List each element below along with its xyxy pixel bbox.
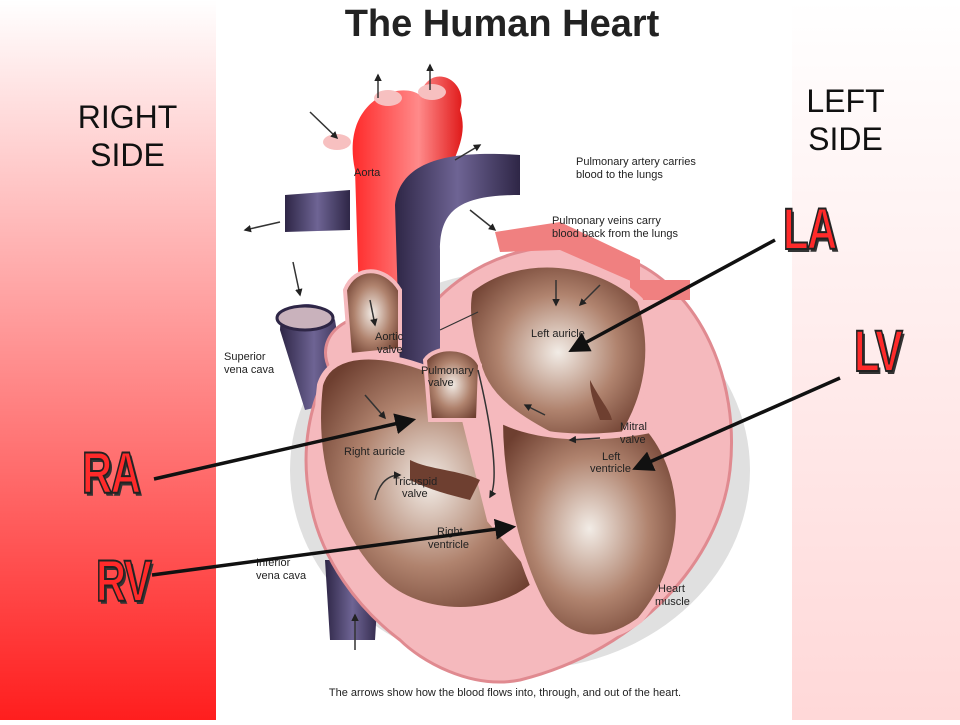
label-pulmonary-valve-1: Pulmonary <box>421 365 474 377</box>
label-mitral-valve-2: valve <box>620 434 646 446</box>
pointer-la <box>568 238 776 353</box>
chamber-label-rv: RV <box>95 549 152 614</box>
heart-illustration <box>243 63 750 684</box>
label-mitral-valve-1: Mitral <box>620 421 647 433</box>
label-tricuspid-valve-2: valve <box>402 488 428 500</box>
label-pulmonary-valve-2: valve <box>428 377 454 389</box>
chamber-pointers <box>151 238 841 577</box>
page-title: The Human Heart <box>345 3 660 45</box>
left-ventricle-interior <box>496 415 682 641</box>
label-pulmonary-artery-1: Pulmonary artery carries <box>576 156 696 168</box>
label-superior-vena-cava-1: Superior <box>224 351 266 363</box>
pulmonary-artery <box>395 153 520 370</box>
label-pulmonary-artery-2: blood to the lungs <box>576 169 663 181</box>
label-aortic-valve-1: Aortic <box>375 331 404 343</box>
label-pulmonary-veins-2: blood back from the lungs <box>552 228 678 240</box>
label-right-ventricle-2: ventricle <box>428 539 469 551</box>
label-right-auricle: Right auricle <box>344 446 405 458</box>
caption: The arrows show how the blood flows into… <box>329 687 681 699</box>
label-heart-muscle-1: Heart <box>658 583 685 595</box>
label-superior-vena-cava-2: vena cava <box>224 364 275 376</box>
right-side-label: RIGHT SIDE <box>77 99 178 173</box>
label-inferior-vena-cava-2: vena cava <box>256 570 307 582</box>
label-tricuspid-valve-1: Tricuspid <box>393 476 437 488</box>
pointer-ra <box>153 413 417 481</box>
label-left-ventricle-1: Left <box>602 451 620 463</box>
left-side-label: LEFT SIDE <box>806 83 885 157</box>
pointer-lv <box>632 376 841 471</box>
label-aorta: Aorta <box>354 167 381 179</box>
label-aortic-valve-2: valve <box>377 344 403 356</box>
right-background <box>792 0 960 720</box>
label-left-ventricle-2: ventricle <box>590 463 631 475</box>
chamber-label-la: LA <box>782 197 838 262</box>
label-left-auricle: Left auricle <box>531 328 585 340</box>
label-heart-muscle-2: muscle <box>655 596 690 608</box>
chamber-label-ra: RA <box>81 441 141 506</box>
diagram-labels: Aorta Pulmonary artery carries blood to … <box>224 156 696 608</box>
left-background <box>0 0 216 720</box>
chamber-label-lv: LV <box>853 319 903 384</box>
pointer-rv <box>151 518 517 577</box>
label-pulmonary-veins-1: Pulmonary veins carry <box>552 215 661 227</box>
